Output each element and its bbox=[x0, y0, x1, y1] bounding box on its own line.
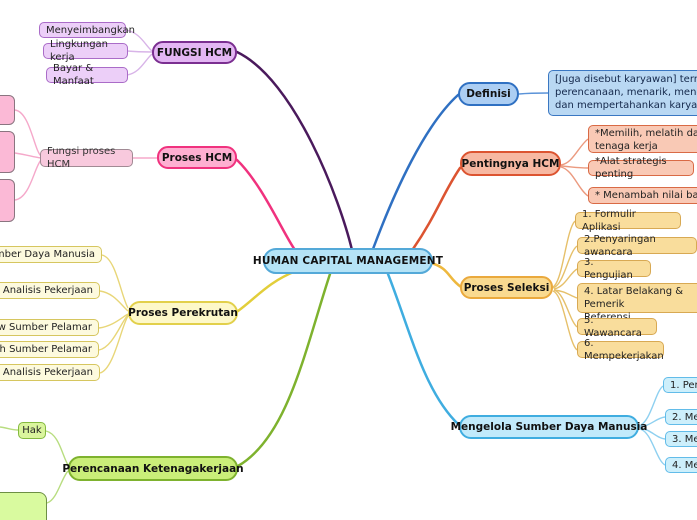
leaf-menambah-nilai[interactable]: * Menambah nilai bagi p bbox=[588, 187, 697, 204]
node-proses-hcm[interactable]: Proses HCM bbox=[157, 146, 237, 169]
leaf-mempekerjakan[interactable]: 6. Mempekerjakan bbox=[577, 338, 664, 362]
leaf-eview-sumber-pelamar[interactable]: eview Sumber Pelamar bbox=[0, 319, 99, 336]
leaf-ikan-analisis-pekerjaan[interactable]: ikan Analisis Pekerjaan bbox=[0, 364, 100, 381]
leaf-alat-strategis[interactable]: *Alat strategis penting bbox=[588, 156, 694, 180]
node-pentingnya-hcm[interactable]: Pentingnya HCM bbox=[460, 151, 561, 176]
leaf-kan-analisis-pekerjaan[interactable]: kan Analisis Pekerjaan bbox=[0, 282, 100, 299]
leaf-pilih-sumber-pelamar[interactable]: . Pilih Sumber Pelamar bbox=[0, 341, 99, 358]
node-mengelola-sdm[interactable]: Mengelola Sumber Daya Manusia bbox=[451, 415, 647, 439]
node-proses-perekrutan[interactable]: Proses Perekrutan bbox=[128, 301, 238, 325]
leaf-green-clipped[interactable] bbox=[0, 492, 47, 520]
leaf-mengelola-2[interactable]: 2. Mena bbox=[665, 409, 697, 425]
node-proses-seleksi[interactable]: Proses Seleksi bbox=[460, 276, 553, 299]
leaf-pink-clipped-3[interactable] bbox=[0, 179, 15, 222]
leaf-sumber-daya-manusia[interactable]: Sumber Daya Manusia bbox=[0, 246, 102, 263]
leaf-pink-clipped-2[interactable] bbox=[0, 131, 15, 173]
leaf-menyeimbangkan[interactable]: Menyeimbangkan bbox=[39, 22, 135, 38]
branch-curve-mengelola bbox=[386, 272, 461, 427]
leaf-pink-clipped-1[interactable] bbox=[0, 95, 15, 125]
branch-curve-proses-hcm bbox=[235, 158, 297, 252]
branch-curve-definisi bbox=[371, 93, 460, 251]
leaf-latar-belakang-referensi[interactable]: 4. Latar Belakang & Pemerik Referensi bbox=[577, 283, 697, 323]
branch-curve-fungsi bbox=[235, 50, 354, 252]
node-fungsi-hcm[interactable]: FUNGSI HCM bbox=[152, 41, 237, 64]
branch-curve-pentingnya bbox=[411, 166, 462, 251]
leaf-memilih-melatih[interactable]: *Memilih, melatih dan m tenaga kerja bbox=[588, 125, 697, 153]
leaf-hak[interactable]: Hak bbox=[18, 422, 46, 439]
branch-curve-seleksi bbox=[429, 261, 463, 289]
node-perencanaan-ketenagakerjaan[interactable]: Perencanaan Ketenagakerjaan bbox=[62, 456, 244, 481]
leaf-definisi-text[interactable]: [Juga disebut karyawan] termasuk perenca… bbox=[548, 70, 697, 116]
branch-curve-perencanaan bbox=[236, 272, 332, 468]
leaf-penyaringan-awancara[interactable]: 2.Penyaringan awancara bbox=[577, 234, 697, 258]
leaf-mengelola-1[interactable]: 1. Pere bbox=[663, 377, 697, 393]
leaf-mengelola-4[interactable]: 4. Mem bbox=[665, 457, 697, 473]
branch-curve-perekrutan bbox=[236, 269, 298, 313]
leaf-formulir-aplikasi[interactable]: 1. Formulir Aplikasi bbox=[575, 209, 681, 233]
leaf-wawancara[interactable]: 5. Wawancara bbox=[577, 315, 657, 339]
leaf-mengelola-3[interactable]: 3. Meng bbox=[665, 431, 697, 447]
leaf-lingkungan-kerja[interactable]: Lingkungan kerja bbox=[43, 39, 128, 63]
center-node-human-capital-management[interactable]: HUMAN CAPITAL MANAGEMENT bbox=[253, 248, 443, 274]
node-definisi[interactable]: Definisi bbox=[458, 82, 519, 106]
leaf-fungsi-proses-hcm[interactable]: Fungsi proses HCM bbox=[40, 146, 133, 170]
leaf-bayar-manfaat[interactable]: Bayar & Manfaat bbox=[46, 63, 128, 87]
leaf-pengujian[interactable]: 3. Pengujian bbox=[577, 257, 651, 281]
